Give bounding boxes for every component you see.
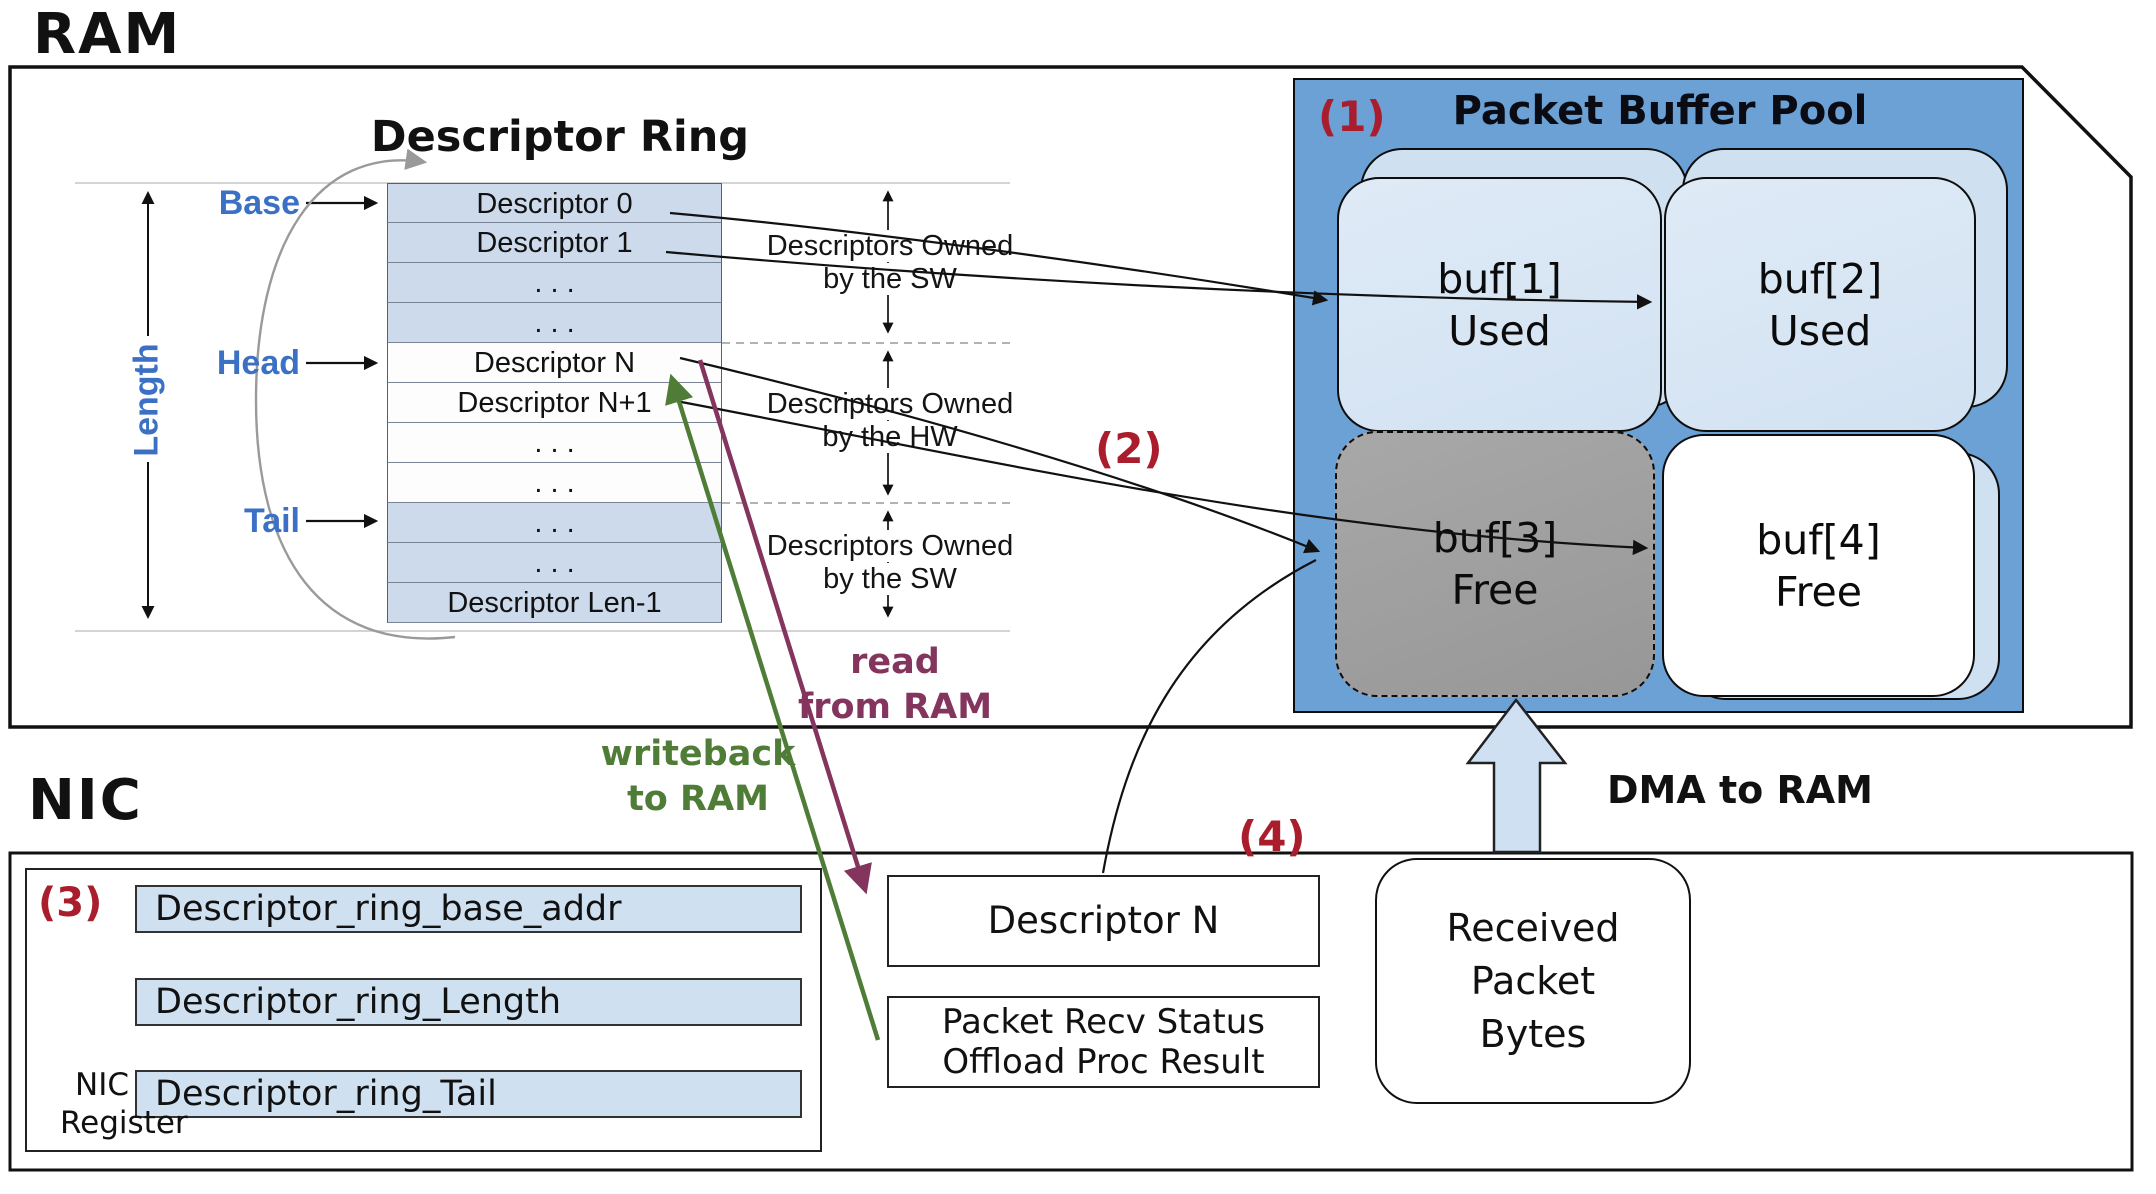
- descriptor-row: Descriptor Len-1: [387, 583, 722, 623]
- descriptor-row: Descriptor 1: [387, 223, 722, 263]
- marker-2: (2): [1095, 424, 1163, 473]
- packet-recv-line2: Offload Proc Result: [942, 1042, 1265, 1082]
- tail-label: Tail: [243, 502, 300, 540]
- packet-buffer-pool-title: Packet Buffer Pool: [1452, 88, 1868, 134]
- packet-recv-status-box: Packet Recv Status Offload Proc Result: [887, 996, 1320, 1088]
- marker-3: (3): [38, 880, 103, 926]
- section1-label: Descriptors Owned by the SW: [720, 230, 1060, 296]
- dma-to-ram-label: DMA to RAM: [1607, 768, 1873, 812]
- buf1-name: buf[1]: [1437, 254, 1562, 303]
- nic-title: NIC: [28, 768, 143, 833]
- nic-register-caption-line2: Register: [60, 1105, 188, 1141]
- section2-line2: by the HW: [817, 421, 963, 453]
- section3-line2: by the SW: [818, 563, 962, 595]
- marker-4: (4): [1238, 812, 1306, 861]
- descriptor-row: . . .: [387, 463, 722, 503]
- writeback-to-ram-label: writeback to RAM: [578, 732, 818, 822]
- section3-line1: Descriptors Owned: [761, 530, 1019, 562]
- ram-title: RAM: [33, 2, 182, 67]
- read-line1: read: [850, 642, 940, 682]
- descriptor-row: Descriptor 0: [387, 183, 722, 223]
- descriptor-ring-title: Descriptor Ring: [370, 112, 750, 162]
- arrow-descriptorN-to-buf3: [679, 356, 1321, 554]
- received-line3: Bytes: [1479, 1011, 1587, 1056]
- buf2-name: buf[2]: [1757, 254, 1883, 303]
- register-descriptor-ring-tail: Descriptor_ring_Tail: [135, 1070, 802, 1118]
- buffer-buf4: buf[4] Free: [1662, 434, 1975, 697]
- descriptor-row: . . .: [387, 303, 722, 343]
- section3-label: Descriptors Owned by the SW: [720, 530, 1060, 596]
- received-packet-bytes-box: Received Packet Bytes: [1375, 858, 1691, 1104]
- section2-line1: Descriptors Owned: [761, 388, 1019, 420]
- received-line2: Packet: [1470, 958, 1596, 1003]
- read-line2: from RAM: [797, 687, 993, 727]
- buf3-state: Free: [1451, 566, 1539, 614]
- buf1-state: Used: [1448, 306, 1551, 355]
- nic-register-caption-line1: NIC: [75, 1067, 129, 1103]
- nic-descriptor-n-box: Descriptor N: [887, 875, 1320, 967]
- buffer-buf1: buf[1] Used: [1337, 177, 1662, 432]
- buffer-buf3: buf[3] Free: [1335, 431, 1655, 697]
- section2-label: Descriptors Owned by the HW: [720, 388, 1060, 454]
- received-line1: Received: [1446, 905, 1620, 950]
- descriptor-row-tail: . . .: [387, 503, 722, 543]
- buf2-state: Used: [1768, 306, 1872, 355]
- writeback-line2: to RAM: [627, 779, 769, 819]
- writeback-line1: writeback: [600, 734, 796, 774]
- descriptor-row: . . .: [387, 543, 722, 583]
- nic-descriptor-n-label: Descriptor N: [987, 899, 1220, 942]
- buf4-name: buf[4]: [1756, 515, 1881, 564]
- descriptor-row-head: Descriptor N: [387, 343, 722, 383]
- register-descriptor-ring-length: Descriptor_ring_Length: [135, 978, 802, 1026]
- section1-line1: Descriptors Owned: [761, 230, 1019, 262]
- descriptor-row: . . .: [387, 263, 722, 303]
- register-descriptor-ring-base-addr: Descriptor_ring_base_addr: [135, 885, 802, 933]
- dma-block-arrow: [1465, 697, 1568, 854]
- descriptor-row: . . .: [387, 423, 722, 463]
- buf3-name: buf[3]: [1432, 514, 1558, 562]
- buffer-buf2: buf[2] Used: [1664, 177, 1976, 432]
- descriptor-row: Descriptor N+1: [387, 383, 722, 423]
- section1-line2: by the SW: [818, 263, 962, 295]
- packet-recv-line1: Packet Recv Status: [941, 1002, 1266, 1042]
- length-label: Length: [127, 343, 166, 457]
- base-label: Base: [218, 184, 300, 222]
- buf4-state: Free: [1774, 567, 1862, 616]
- marker-1: (1): [1318, 92, 1386, 141]
- head-label: Head: [216, 344, 300, 382]
- read-from-ram-label: read from RAM: [790, 640, 1000, 730]
